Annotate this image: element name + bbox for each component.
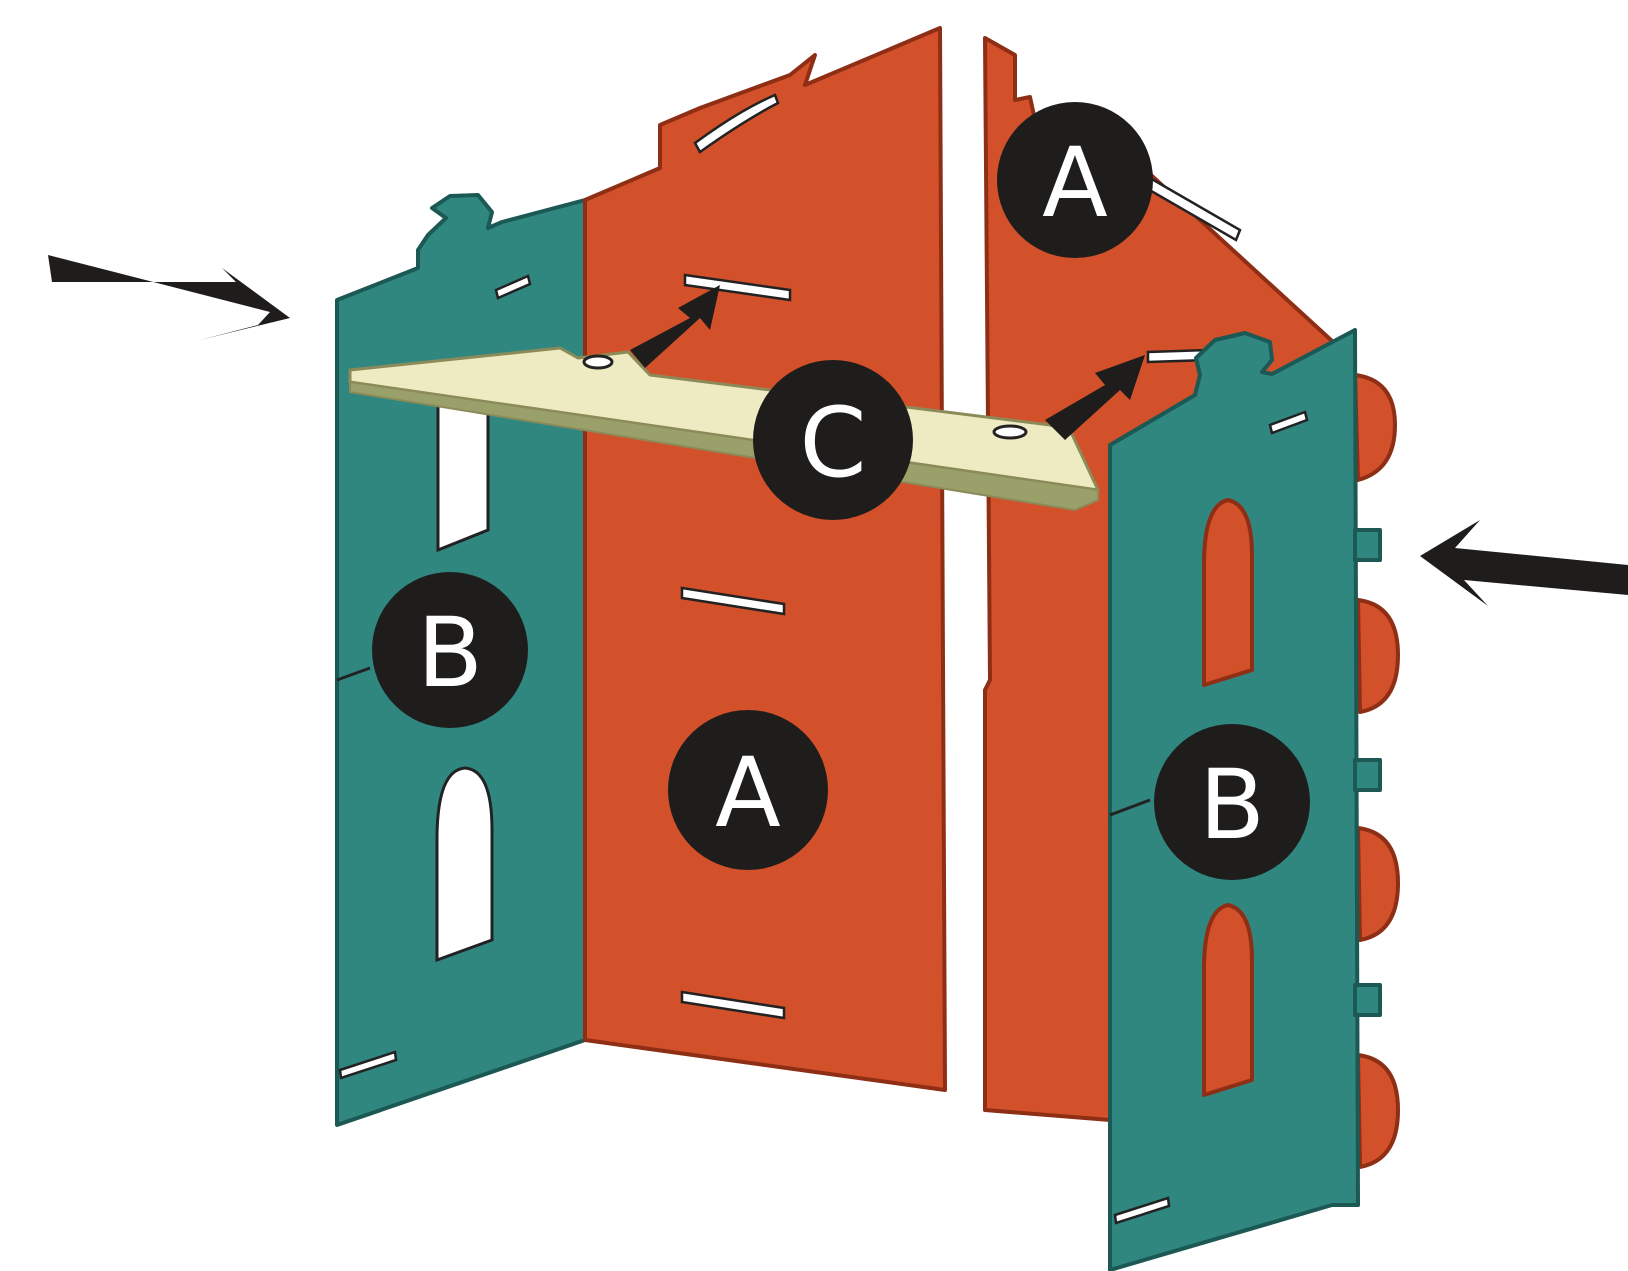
panel-a-center-shape bbox=[583, 26, 947, 1092]
scallop-3 bbox=[1356, 826, 1400, 942]
label-b-right-text: B bbox=[1199, 749, 1265, 861]
shelf-c-hole-right bbox=[992, 424, 1028, 440]
label-a-center-text: A bbox=[715, 737, 781, 849]
label-a-top: A bbox=[997, 102, 1153, 258]
panel-b-right-window-bottom bbox=[1202, 903, 1254, 1097]
panel-b-left-notch bbox=[336, 666, 371, 682]
panel-b-right-notch-1 bbox=[1353, 528, 1382, 562]
panel-b-left-window-bottom bbox=[435, 766, 494, 963]
panel-b-left-window-top bbox=[436, 398, 490, 553]
panel-a-center-slot-top bbox=[693, 93, 780, 154]
panel-a-center-slot-3 bbox=[680, 586, 786, 616]
panel-b-right-notch-3 bbox=[1353, 983, 1382, 1017]
arrow-up-right-icon bbox=[1045, 355, 1145, 440]
label-c-shelf-text: C bbox=[799, 387, 866, 499]
label-c-shelf: C bbox=[753, 360, 913, 520]
scallop-4 bbox=[1356, 1053, 1400, 1169]
arrow-up-right-icon bbox=[630, 285, 720, 368]
arrow-left-icon bbox=[1420, 520, 1628, 606]
arrow-right-icon bbox=[48, 255, 290, 340]
scallop-1 bbox=[1353, 373, 1397, 482]
panel-b-right-slot bbox=[1268, 410, 1309, 435]
panel-a-center-slot-4 bbox=[680, 990, 786, 1020]
panel-a-right bbox=[983, 36, 1357, 1122]
label-a-center: A bbox=[668, 710, 828, 870]
panel-b-left-slot bbox=[494, 274, 532, 300]
panel-b-right-notch bbox=[1109, 798, 1151, 817]
panel-a-center bbox=[583, 26, 947, 1092]
label-b-left-text: B bbox=[417, 597, 483, 709]
label-b-left: B bbox=[372, 572, 528, 728]
panel-b-right-scallops bbox=[1353, 373, 1400, 1169]
shelf-c-hole-left bbox=[582, 354, 614, 370]
panel-b-right-window-top bbox=[1202, 498, 1254, 687]
shelf-c-edge bbox=[349, 380, 1099, 512]
label-b-right: B bbox=[1154, 724, 1310, 880]
panel-b-right-bottom-slit bbox=[1113, 1196, 1171, 1225]
panel-a-center-slot-2 bbox=[683, 273, 792, 302]
panel-b-right-notch-2 bbox=[1353, 758, 1382, 792]
panel-b-left-bottom-slit bbox=[338, 1050, 398, 1080]
label-a-top-text: A bbox=[1042, 127, 1108, 239]
scallop-2 bbox=[1356, 598, 1400, 714]
